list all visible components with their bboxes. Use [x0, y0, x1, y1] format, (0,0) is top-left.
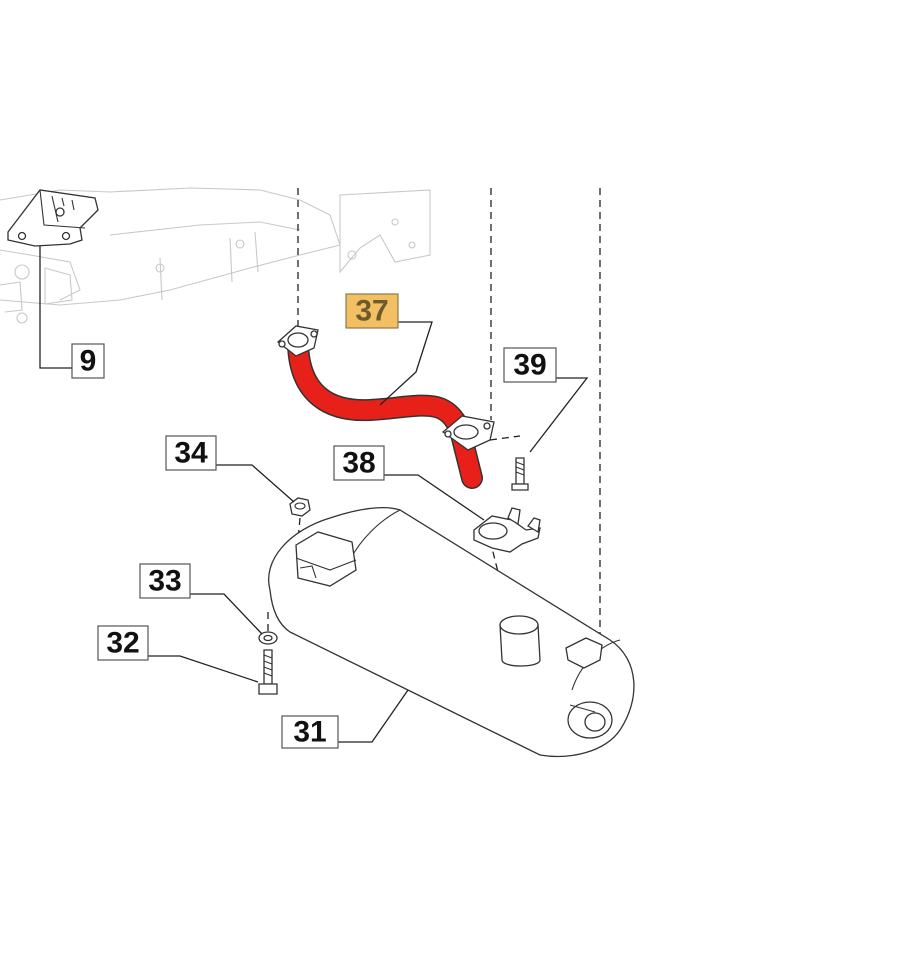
callout-37-text: 37 — [355, 295, 388, 328]
callout-38: 38 — [333, 445, 385, 481]
frame-background — [0, 187, 431, 324]
bolt-part-32 — [258, 649, 278, 695]
callout-9-text: 9 — [80, 345, 97, 378]
callout-33: 33 — [139, 563, 191, 599]
callout-39: 39 — [503, 347, 557, 383]
callout-32: 32 — [97, 625, 149, 661]
clamp-part-38 — [473, 507, 541, 553]
callout-31-text: 31 — [293, 716, 326, 749]
callout-33-text: 33 — [148, 565, 181, 598]
callout-38-text: 38 — [342, 447, 375, 480]
callout-39-text: 39 — [513, 349, 546, 382]
nut-part-34 — [289, 497, 311, 517]
bracket-part-9 — [7, 189, 99, 247]
callout-37: 37 — [345, 293, 399, 329]
callout-32-text: 32 — [106, 627, 139, 660]
muffler-part-31 — [268, 506, 635, 758]
bolt-part-39 — [511, 457, 529, 491]
callout-31: 31 — [281, 715, 339, 749]
callout-34-text: 34 — [174, 437, 208, 470]
callout-9: 9 — [71, 343, 105, 379]
washer-part-33 — [258, 631, 278, 645]
callout-34: 34 — [165, 435, 217, 471]
leader-lines — [39, 246, 589, 743]
exhaust-pipe-part-37 — [276, 325, 495, 489]
